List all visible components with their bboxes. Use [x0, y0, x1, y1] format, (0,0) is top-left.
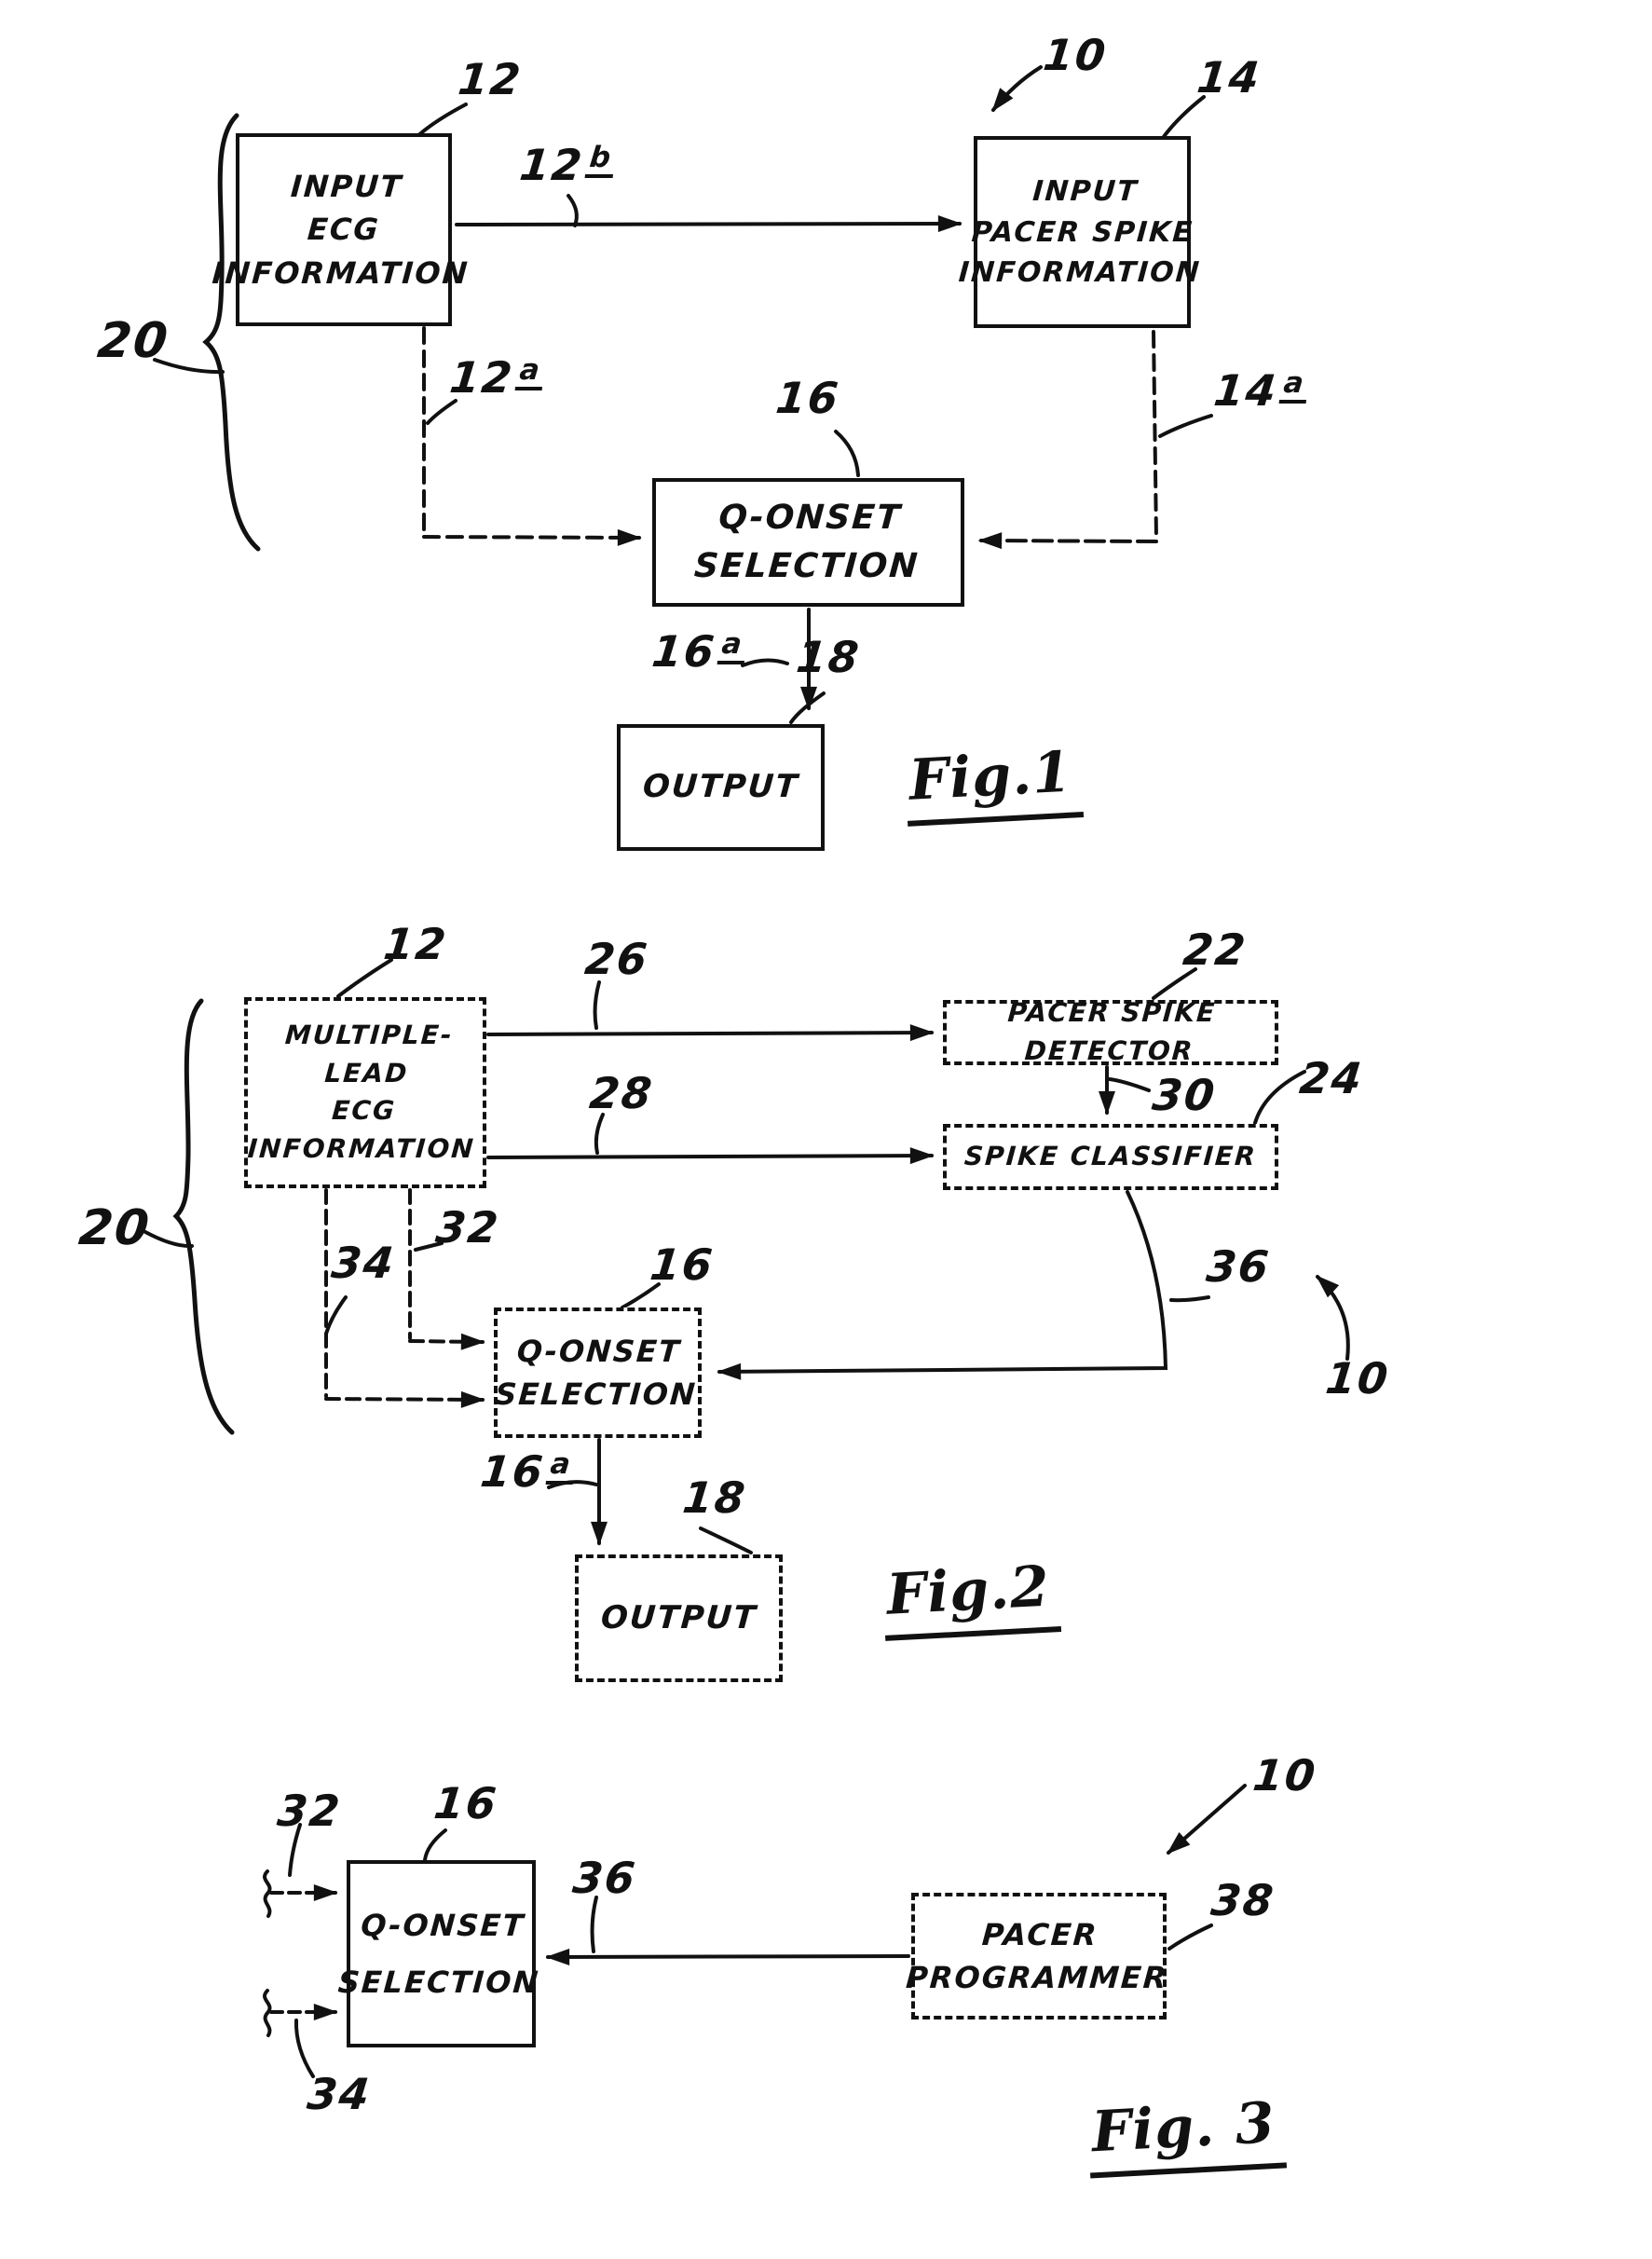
fig2-line-34-horizontal	[324, 1390, 485, 1408]
fig3-arrow-38-to-16	[545, 1948, 910, 1965]
ref-label-fig3-36: 36	[570, 1853, 639, 1903]
fig2-q-onset-selection-box: Q-ONSET SELECTION	[494, 1307, 702, 1438]
fig1-output-label: OUTPUT	[641, 768, 800, 806]
fig1-output-box: OUTPUT	[617, 724, 825, 851]
ref-label-fig2-30: 30	[1150, 1070, 1219, 1120]
ref-label-fig2-20: 20	[75, 1200, 154, 1256]
fig2-leader-36	[1169, 1295, 1210, 1303]
fig1-q-onset-selection-label: Q-ONSET SELECTION	[692, 498, 921, 585]
fig2-leader-18	[699, 1527, 753, 1554]
fig2-leader-22	[1152, 967, 1197, 1000]
fig1-brace-20	[202, 113, 261, 552]
fig2-leader-26	[593, 980, 601, 1030]
fig2-leader-34	[324, 1295, 348, 1335]
ref-label-fig1-10: 10	[1041, 30, 1110, 80]
fig3-pacer-programmer-label: PACER PROGRAMMER	[905, 1916, 1170, 1995]
ref-label-fig1-14: 14	[1195, 52, 1263, 103]
ref-label-fig1-12b: 12b	[517, 140, 618, 191]
fig2-line-36	[717, 1190, 1168, 1380]
ref-label-fig1-16a: 16a	[649, 626, 748, 678]
fig2-arrow-10	[1316, 1275, 1350, 1361]
fig3-leader-32	[288, 1823, 302, 1877]
ref-label-fig1-12: 12	[456, 54, 525, 104]
fig2-leader-16a	[547, 1480, 598, 1489]
fig3-leader-16	[423, 1828, 447, 1862]
fig3-squiggle-34	[263, 1989, 272, 2037]
fig3-q-onset-selection-label: Q-ONSET SELECTION	[336, 1907, 541, 2000]
fig2-leader-32	[414, 1241, 444, 1252]
fig1-input-ecg-label: INPUT ECG INFORMATION	[211, 168, 471, 291]
fig2-multiple-lead-ecg-box: MULTIPLE-LEAD ECG INFORMATION	[244, 997, 486, 1188]
fig2-pacer-spike-detector-box: PACER SPIKE DETECTOR	[943, 997, 1278, 1066]
fig2-spike-classifier-label: SPIKE CLASSIFIER	[963, 1141, 1259, 1172]
fig1-line-14a-vertical	[1152, 330, 1158, 541]
fig1-leader-12b	[567, 194, 579, 227]
fig2-multiple-lead-ecg-label: MULTIPLE-LEAD ECG INFORMATION	[246, 1020, 476, 1165]
ref-label-fig2-16: 16	[648, 1239, 717, 1290]
ref-label-fig2-26: 26	[582, 934, 651, 984]
ref-label-fig2-10: 10	[1323, 1353, 1392, 1403]
ref-label-fig2-12: 12	[381, 919, 450, 969]
fig1-leader-20	[153, 358, 225, 375]
fig2-output-box: OUTPUT	[575, 1554, 783, 1682]
fig1-input-pacer-spike-box: INPUT PACER SPIKE INFORMATION	[957, 136, 1202, 328]
fig2-output-label: OUTPUT	[599, 1598, 758, 1636]
ref-label-fig1-20: 20	[94, 313, 172, 369]
ref-label-fig2-24: 24	[1297, 1053, 1366, 1103]
fig1-input-pacer-spike-label: INPUT PACER SPIKE INFORMATION	[957, 174, 1202, 289]
fig2-line-32-horizontal	[408, 1333, 485, 1350]
fig1-arrow-12-to-14	[455, 215, 963, 233]
fig2-line-28	[486, 1147, 935, 1165]
fig2-leader-30	[1108, 1077, 1151, 1092]
ref-label-fig1-16: 16	[773, 373, 842, 423]
ref-label-fig2-16a: 16a	[478, 1446, 577, 1498]
ref-label-fig3-10: 10	[1250, 1750, 1319, 1800]
fig1-leader-14	[1161, 95, 1206, 140]
fig1-leader-14a	[1158, 414, 1213, 438]
fig3-arrow-10	[1167, 1784, 1247, 1855]
fig1-line-12a-horizontal	[422, 528, 642, 546]
fig2-leader-24	[1253, 1070, 1306, 1125]
ref-label-fig1-12a: 12a	[447, 352, 546, 404]
ref-label-fig3-34: 34	[305, 2069, 374, 2119]
ref-label-fig2-22: 22	[1181, 924, 1249, 975]
ref-label-fig3-38: 38	[1208, 1875, 1277, 1925]
fig1-leader-18	[789, 691, 826, 724]
fig1-arrow-10	[991, 65, 1043, 113]
ref-label-fig2-28: 28	[587, 1068, 656, 1118]
fig2-pacer-spike-detector-label: PACER SPIKE DETECTOR	[1006, 997, 1218, 1066]
fig1-q-onset-selection-box: Q-ONSET SELECTION	[652, 478, 964, 607]
fig1-leader-16	[834, 430, 860, 477]
ref-label-fig2-18: 18	[680, 1472, 749, 1523]
fig3-q-onset-selection-box: Q-ONSET SELECTION	[337, 1860, 541, 2047]
fig3-leader-34	[294, 2019, 315, 2078]
ref-label-fig2-34: 34	[329, 1238, 398, 1288]
fig3-leader-36	[590, 1896, 598, 1953]
fig1-caption: Fig.1	[903, 739, 1085, 827]
fig1-leader-12a	[426, 399, 457, 425]
ref-label-fig1-18: 18	[794, 632, 863, 682]
ref-label-fig2-36: 36	[1204, 1241, 1273, 1292]
fig2-leader-28	[594, 1113, 605, 1155]
fig3-pacer-programmer-box: PACER PROGRAMMER	[905, 1893, 1169, 2019]
fig2-caption: Fig.2	[881, 1554, 1062, 1641]
fig2-brace-20	[172, 998, 235, 1435]
ref-label-fig2-32: 32	[433, 1202, 502, 1253]
fig3-caption: Fig. 3	[1085, 2089, 1287, 2179]
ref-label-fig1-14a: 14a	[1211, 365, 1310, 417]
fig2-q-onset-selection-label: Q-ONSET SELECTION	[494, 1333, 699, 1412]
fig2-spike-classifier-box: SPIKE CLASSIFIER	[943, 1124, 1278, 1190]
fig1-leader-16a	[741, 658, 789, 667]
ref-label-fig3-16: 16	[431, 1778, 500, 1828]
fig3-leader-38	[1167, 1924, 1213, 1951]
fig2-line-26	[486, 1024, 935, 1042]
fig2-leader-16	[621, 1282, 661, 1309]
fig3-squiggle-32	[263, 1869, 272, 1918]
fig2-leader-12	[336, 958, 393, 998]
fig1-input-ecg-box: INPUT ECG INFORMATION	[212, 133, 471, 326]
fig2-leader-20	[143, 1230, 194, 1249]
ref-label-fig3-32: 32	[275, 1786, 344, 1836]
